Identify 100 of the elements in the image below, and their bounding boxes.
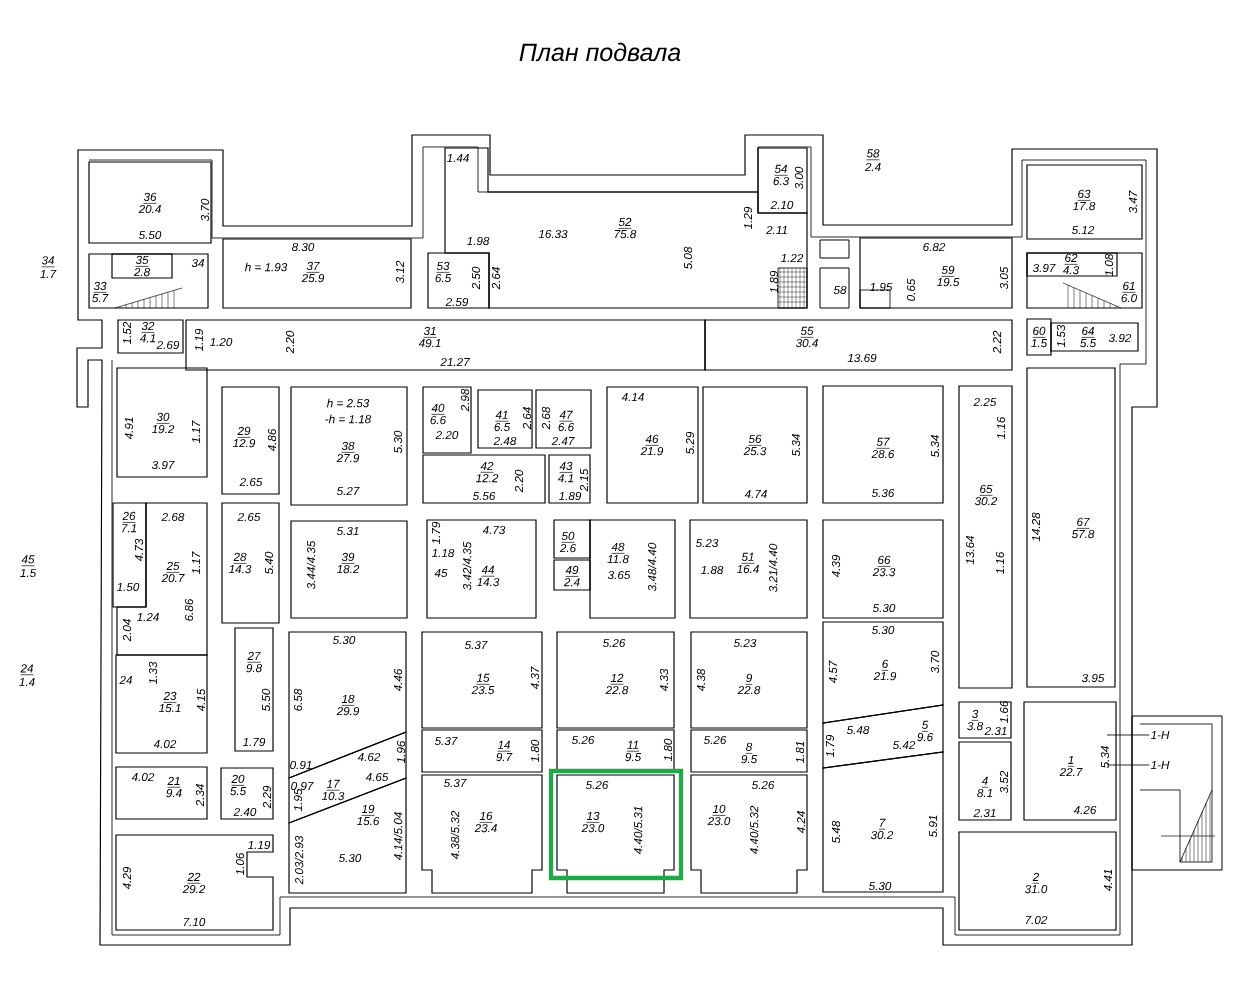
- room-outline: 49 2.4: [553, 559, 591, 591]
- dimension-label: 2.64: [491, 267, 501, 290]
- dimension-label: 2.03/2.93: [294, 835, 304, 885]
- dimension-label: 2.04: [122, 619, 132, 642]
- dimension-label: 7.02: [1025, 915, 1048, 925]
- room-number: 58: [866, 149, 880, 161]
- dimension-label: 1.19: [247, 840, 271, 850]
- dimension-label: 1.81: [795, 741, 805, 764]
- dimension-label: 4.73: [134, 538, 144, 562]
- dimension-label: 2.20: [435, 430, 459, 440]
- dimension-label: h = 2.53: [326, 398, 370, 408]
- dimension-label: 1.50: [116, 582, 140, 592]
- dimension-label: 1.52: [122, 321, 132, 345]
- dimension-label: 1.29: [743, 206, 753, 230]
- dimension-label: 4.33: [659, 668, 669, 692]
- dimension-label: 1.96: [396, 740, 406, 764]
- dimension-label: 4.73: [482, 525, 506, 535]
- dimension-label: 5.91: [928, 815, 938, 838]
- dimension-label: 4.41: [1104, 869, 1112, 892]
- dimension-label: 4.29: [122, 866, 132, 890]
- dimension-label: 5.23: [733, 638, 757, 648]
- dimension-label: 21.27: [440, 357, 470, 367]
- dimension-label: 5.23: [695, 538, 719, 548]
- dimension-label: 1.17: [192, 551, 200, 575]
- dimension-label: 1.80: [530, 739, 540, 763]
- dimension-label: 4.40/5.31: [633, 806, 643, 855]
- dimension-label: 4.14: [621, 393, 644, 401]
- dimension-label: 4.39: [831, 554, 841, 578]
- dimension-label: 1.95: [869, 282, 893, 292]
- dimension-label: 3.70: [200, 198, 210, 222]
- dimension-label: 5.37: [443, 778, 467, 788]
- dimension-label: 2.40: [233, 807, 257, 817]
- dimension-label: 2.68: [161, 512, 185, 522]
- dimension-label: 8.30: [291, 242, 315, 252]
- dimension-label: 2.48: [493, 436, 517, 446]
- dimension-label: 5.26: [571, 735, 595, 745]
- dimension-label: 5.26: [703, 735, 727, 745]
- dimension-label: 5.36: [871, 488, 895, 498]
- dimension-label: 3.21/4.40: [768, 543, 778, 593]
- room-outline: 50 2.6: [553, 519, 591, 559]
- dimension-label: 3.97: [1032, 263, 1056, 273]
- dimension-label: 1.80: [663, 738, 673, 762]
- dimension-label: 2.20: [514, 469, 524, 493]
- dimension-label: 4.02: [131, 772, 155, 782]
- room-number: 24: [20, 664, 34, 676]
- area-label: 1.7: [40, 270, 57, 278]
- door-label: 1-H: [1150, 761, 1170, 769]
- dimension-label: 13.69: [847, 353, 877, 363]
- dimension-label: 4.38/5.32: [450, 810, 460, 860]
- dimension-label: 5.30: [393, 430, 403, 454]
- room-outline: 60 1.5: [1026, 318, 1052, 356]
- dimension-label: 5.50: [138, 230, 162, 240]
- area-label: 1.4: [19, 678, 35, 686]
- dimension-label: 4.40/5.32: [749, 805, 759, 855]
- dimension-label: h = 1.93: [244, 262, 288, 272]
- dimension-label: 5.26: [602, 638, 626, 648]
- dimension-label: 2.20: [285, 330, 295, 354]
- dimension-label: 4.24: [796, 811, 806, 834]
- dimension-label: 5.26: [751, 780, 775, 790]
- dimension-label: 5.56: [472, 491, 496, 501]
- dimension-label: 4.74: [744, 490, 767, 498]
- dimension-label: 3.47: [1128, 190, 1138, 214]
- dimension-label: 14.28: [1031, 512, 1041, 542]
- door-label: 1-H: [1150, 731, 1170, 739]
- dimension-label: 5.30: [871, 625, 895, 635]
- dimension-label: 1.22: [780, 253, 804, 263]
- dimension-label: 2.59: [445, 297, 469, 307]
- dimension-label: 6.82: [923, 242, 946, 252]
- dimension-label: 2.11: [766, 225, 787, 235]
- dimension-label: 5.29: [685, 431, 695, 455]
- area-label: 1.5: [20, 568, 37, 578]
- leader-line: [1106, 734, 1150, 736]
- dimension-label: 3.12: [395, 260, 405, 284]
- dimension-label: 1.88: [700, 565, 724, 575]
- dimension-label: -h = 1.18: [325, 414, 372, 424]
- dimension-label: 2.34: [195, 784, 205, 807]
- dimension-label: 4.91: [124, 417, 134, 440]
- dimension-label: 1.06: [235, 852, 245, 876]
- dimension-label: 3.44/4.35: [306, 540, 316, 590]
- dimension-label: 1.33: [148, 661, 158, 685]
- title: План подвала: [519, 42, 681, 62]
- room-number: 34: [191, 258, 205, 268]
- dimension-label: 5.37: [434, 736, 458, 746]
- dimension-label: 3.52: [999, 770, 1009, 794]
- dimension-label: 1.17: [192, 420, 200, 444]
- room-outline: 35 2.8: [111, 253, 173, 279]
- dimension-label: 6.86: [184, 598, 194, 621]
- dimension-label: 5.34: [930, 435, 940, 458]
- dimension-label: 5.50: [261, 688, 271, 712]
- dimension-label: 4.26: [1073, 805, 1097, 815]
- dimension-label: 2.10: [770, 200, 794, 210]
- dimension-label: 1.44: [446, 154, 469, 162]
- dimension-label: 1.19: [194, 328, 204, 352]
- dimension-label: 2.64: [522, 407, 532, 430]
- dimension-label: 1.16: [995, 551, 1005, 575]
- dimension-label: 5.12: [1071, 225, 1095, 235]
- dimension-label: 1.66: [999, 700, 1009, 724]
- dimension-label: 1.89: [769, 270, 779, 294]
- dimension-label: 2.31: [984, 726, 1007, 736]
- dimension-label: 1.95: [293, 788, 303, 812]
